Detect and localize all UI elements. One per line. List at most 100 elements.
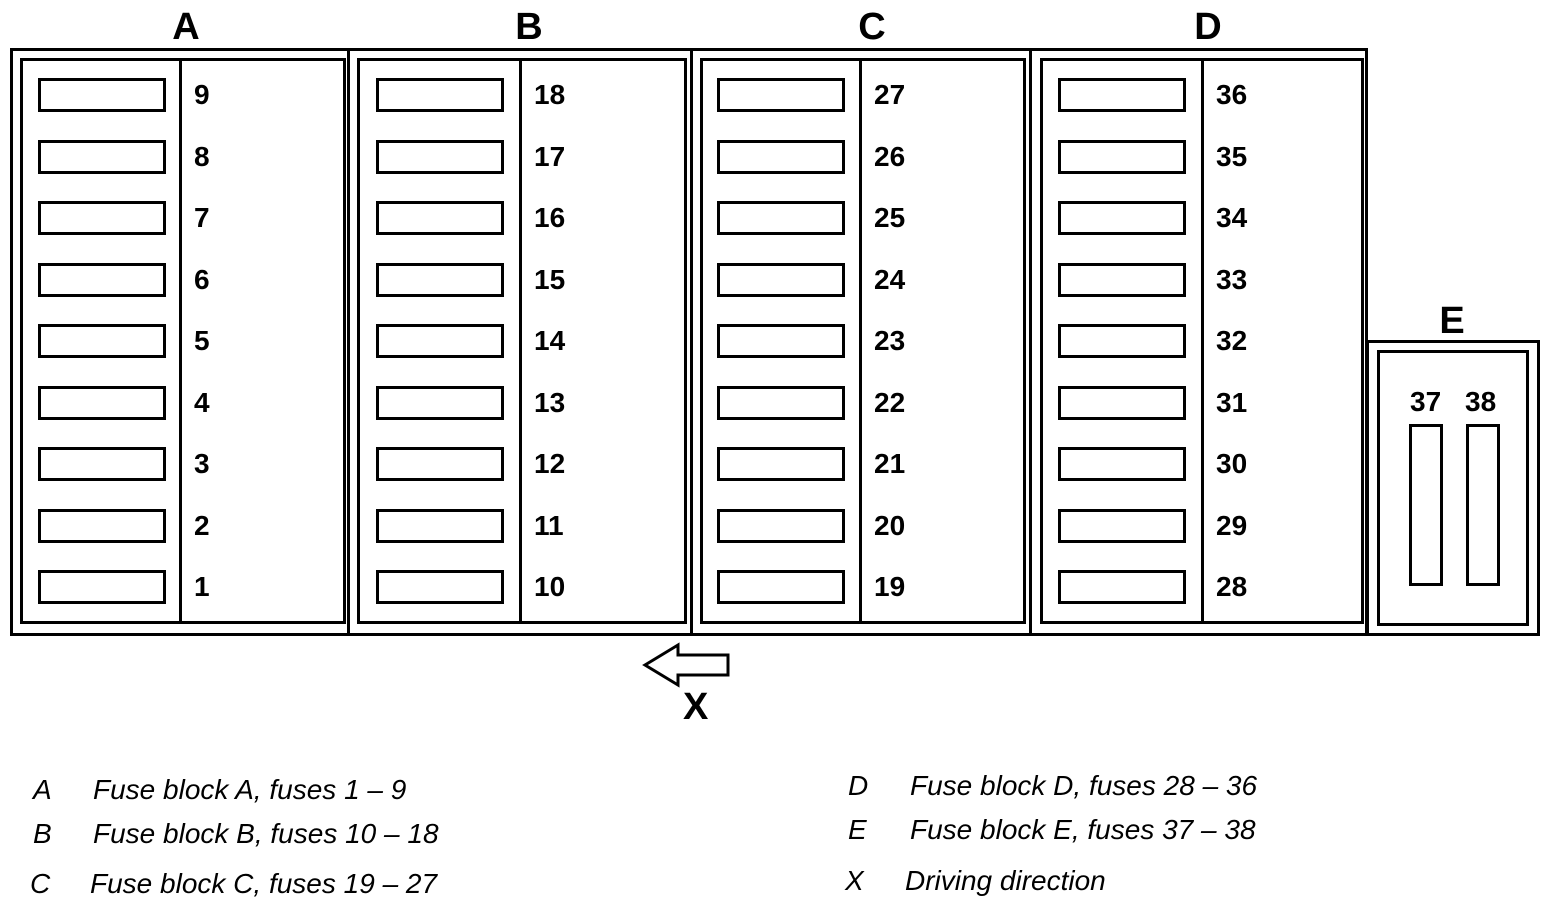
fuse-slot [1058,508,1186,543]
fuse-slot [38,385,166,420]
legend-key: B [33,818,52,849]
fuse-number: 15 [534,263,566,295]
fuse-slot [376,78,504,112]
block-label-d: D [1194,6,1222,48]
block-e-inner [1377,350,1529,626]
fuse-slot [717,385,845,420]
legend-text: Fuse block C, fuses 19 – 27 [90,868,438,899]
fuse-slot [376,201,504,235]
legend-key: D [848,770,869,801]
legend-key: X [845,865,864,896]
block-label-e: E [1439,300,1465,342]
fuse-slot [1058,570,1186,604]
fuse-slot [1058,324,1186,358]
fuse-number: 14 [534,325,566,356]
fuse-slot [38,324,166,358]
fuse-slot [38,139,166,174]
legend-text: Fuse block A, fuses 1 – 9 [93,774,407,805]
fuse-number: 36 [1216,79,1248,110]
legend-key: A [33,774,52,805]
block-label-a: A [172,6,200,48]
fuse-slot [38,201,166,235]
fuse-number: 19 [874,571,906,602]
fuse-number: 24 [874,263,906,295]
legend-text: Driving direction [905,865,1106,896]
fuse-number: 35 [1216,140,1248,172]
legend-text: Fuse block B, fuses 10 – 18 [93,818,439,849]
fuse-slot [717,78,845,112]
fuse-number: 22 [874,386,906,418]
driving-direction-arrow-icon [642,642,730,688]
fuse-38-label: 38 [1465,386,1497,417]
block-label-c: C [858,6,886,48]
fuse-number: 32 [1216,325,1248,356]
fuse-number: 10 [534,571,566,602]
legend-key: E [848,814,867,845]
fuse-number: 18 [534,79,566,110]
block-b-divider [519,59,522,623]
fuse-number: 33 [1216,263,1248,295]
fuse-slot [717,324,845,358]
fuse-number: 30 [1216,448,1248,479]
fuse-number: 8 [194,140,210,172]
fuse-slot [376,262,504,297]
fuse-number: 27 [874,79,906,110]
block-c-divider [859,59,862,623]
fuse-number: 5 [194,325,210,356]
fuse-slot [376,324,504,358]
fuse-number: 16 [534,202,566,233]
block-b-inner [357,58,687,624]
block-e-outline [1366,340,1540,636]
fuse-number: 21 [874,448,906,479]
fuse-number: 23 [874,325,906,356]
fuse-number: 26 [874,140,906,172]
fuse-slot [38,570,166,604]
fuse-slot [717,570,845,604]
fuse-slot [1058,385,1186,420]
fuse-slot [717,508,845,543]
fuse-38-slot [1466,424,1500,586]
fuse-number: 1 [194,571,210,602]
fuse-number: 31 [1216,386,1248,418]
fuse-slot [717,447,845,481]
fuse-number: 34 [1216,202,1248,233]
fuse-slot [38,78,166,112]
fuse-number: 29 [1216,509,1248,541]
fuse-number: 3 [194,448,210,479]
fuse-slot [376,570,504,604]
fuse-number: 28 [1216,571,1248,602]
fuse-slot [1058,78,1186,112]
fuse-slot [38,262,166,297]
fuse-slot [38,508,166,543]
fuse-number: 17 [534,140,566,172]
fuse-slot [1058,139,1186,174]
fuse-37-slot [1409,424,1443,586]
fuse-slot [1058,201,1186,235]
fuse-slot [1058,447,1186,481]
fuse-number: 4 [194,386,210,418]
fuse-number: 6 [194,263,210,295]
fuse-number: 11 [534,509,564,541]
fuse-37-label: 37 [1410,386,1442,417]
fuse-slot [38,447,166,481]
fuse-slot [717,201,845,235]
fuse-slot [1058,262,1186,297]
legend-text: Fuse block D, fuses 28 – 36 [910,770,1258,801]
fuse-number: 25 [874,202,906,233]
fuse-number: 12 [534,448,566,479]
block-label-b: B [515,6,543,48]
fuse-number: 2 [194,509,210,541]
driving-direction-label: X [683,686,709,728]
block-a-inner [20,58,346,624]
fuse-slot [376,139,504,174]
block-d-divider [1201,59,1204,623]
legend-text: Fuse block E, fuses 37 – 38 [910,814,1256,845]
block-a-divider [179,59,182,623]
block-c-inner [700,58,1026,624]
fuse-slot [376,385,504,420]
fuse-slot [376,447,504,481]
fuse-number: 13 [534,386,566,418]
fuse-number: 20 [874,509,906,541]
legend-key: C [30,868,51,899]
fuse-number: 7 [194,202,210,233]
